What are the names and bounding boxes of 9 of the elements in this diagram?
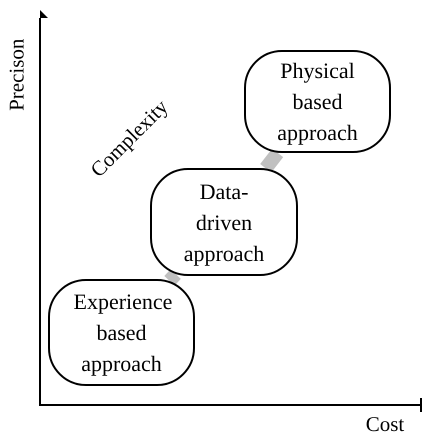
node-text: Experience based approach <box>74 288 170 378</box>
node-text: Data-driven approach <box>182 178 266 268</box>
connector-band <box>260 148 284 173</box>
rounded-box <box>244 50 391 153</box>
axis-label: Precison <box>3 38 30 112</box>
rounded-box <box>48 279 195 386</box>
connector-band <box>164 269 181 286</box>
axis-label: Cost <box>366 411 404 438</box>
node-text: Physical based approach <box>276 57 359 147</box>
